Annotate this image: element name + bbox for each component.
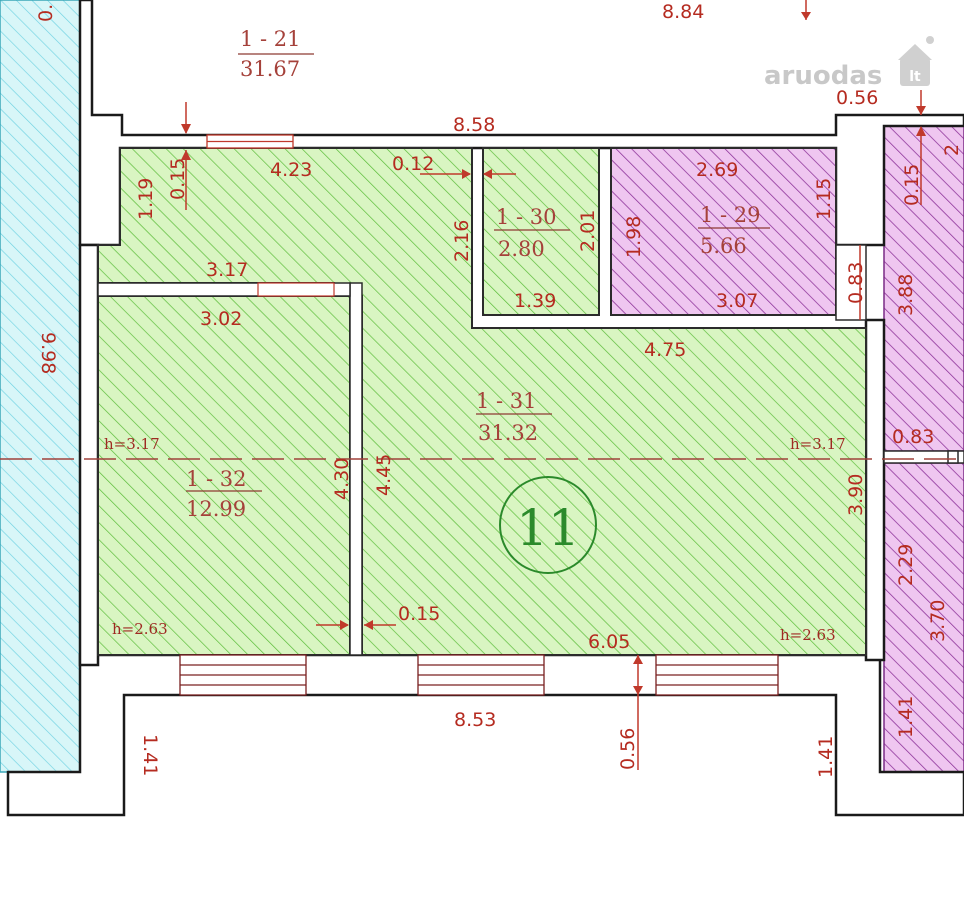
height-note-left-top: h=3.17	[104, 435, 160, 453]
room-label-dividers	[186, 53, 770, 492]
height-note-right-top: h=3.17	[790, 435, 846, 453]
dim-0-83-vertical: 0.83	[845, 262, 867, 304]
apartment-number-circle	[499, 476, 597, 574]
dim-3-07: 3.07	[716, 290, 758, 312]
dim-2-top-right: 2	[941, 144, 963, 156]
room-code-1-32: 1 - 32	[186, 467, 247, 491]
dim-3-02: 3.02	[200, 308, 242, 330]
room-1-29	[610, 147, 837, 316]
room-1-32	[97, 295, 351, 656]
dim-0-15-bottom: 0.15	[398, 603, 440, 625]
dim-3-90: 3.90	[845, 474, 867, 516]
svg-text:lt: lt	[909, 69, 921, 85]
room-area-1-32: 12.99	[186, 497, 246, 521]
wall-stub-right	[883, 450, 964, 464]
window-bottom-left	[179, 654, 307, 696]
room-1-30	[482, 147, 600, 316]
dimension-markers	[181, 0, 926, 770]
dim-0-top-left: 0.	[35, 4, 57, 22]
room-area-1-30: 2.80	[498, 237, 545, 261]
room-code-1-30: 1 - 30	[496, 205, 557, 229]
dim-1-39: 1.39	[514, 290, 556, 312]
dim-1-15: 1.15	[813, 178, 835, 220]
dim-4-30: 4.30	[331, 458, 353, 500]
dim-1-41-right-edge: 1.41	[895, 696, 917, 738]
dim-0-56-top: 0.56	[836, 87, 878, 109]
dim-2-01: 2.01	[577, 210, 599, 252]
svg-text:aruodas: aruodas	[764, 61, 882, 91]
room-code-1-21: 1 - 21	[240, 27, 301, 51]
dim-0-15-top-right: 0.15	[901, 164, 923, 206]
room-area-1-31: 31.32	[478, 421, 538, 445]
height-note-right-bottom: h=2.63	[780, 626, 836, 644]
wall-right-lower	[864, 318, 886, 662]
dim-4-75: 4.75	[644, 339, 686, 361]
wall-strip-1-29	[835, 244, 867, 321]
window-bottom-right	[655, 654, 779, 696]
dim-3-88: 3.88	[895, 274, 917, 316]
dim-3-70: 3.70	[927, 600, 949, 642]
apartment-number: 11	[516, 499, 580, 557]
dim-3-17: 3.17	[206, 259, 248, 281]
dim-1-41-right: 1.41	[815, 736, 837, 778]
dim-4-23: 4.23	[270, 159, 312, 181]
dim-0-56-bottom: 0.56	[617, 728, 639, 770]
wall-left	[78, 243, 100, 667]
neighbor-zone-right-upper	[883, 125, 964, 452]
partition-1-32-corridor	[349, 282, 363, 656]
dim-9-98: 9.98	[37, 332, 59, 374]
height-note-left-bottom: h=2.63	[112, 620, 168, 638]
watermark-logo: aruodas lt	[764, 36, 934, 91]
dim-6-05: 6.05	[588, 631, 630, 653]
dim-1-41-left: 1.41	[139, 734, 161, 776]
dim-8-53: 8.53	[454, 709, 496, 731]
dim-1-19: 1.19	[135, 178, 157, 220]
dim-2-69: 2.69	[696, 159, 738, 181]
room-area-1-29: 5.66	[700, 234, 747, 258]
dim-8-58: 8.58	[453, 114, 495, 136]
room-code-1-31: 1 - 31	[476, 389, 537, 413]
dim-8-84: 8.84	[662, 1, 704, 23]
dim-0-15-top-left: 0.15	[167, 158, 189, 200]
room-code-1-29: 1 - 29	[700, 203, 761, 227]
window-bottom-middle	[417, 654, 545, 696]
dim-2-29: 2.29	[895, 544, 917, 586]
dim-1-98: 1.98	[623, 216, 645, 258]
window-top	[206, 134, 294, 149]
dim-0-12: 0.12	[392, 153, 434, 175]
dim-4-45: 4.45	[373, 454, 395, 496]
dim-0-83-right: 0.83	[892, 426, 934, 448]
neighbor-zone-right-lower	[883, 462, 964, 774]
door-opening	[257, 282, 335, 297]
dim-2-16: 2.16	[451, 220, 473, 262]
neighbor-zone-left	[0, 0, 81, 773]
room-area-1-21: 31.67	[240, 57, 300, 81]
